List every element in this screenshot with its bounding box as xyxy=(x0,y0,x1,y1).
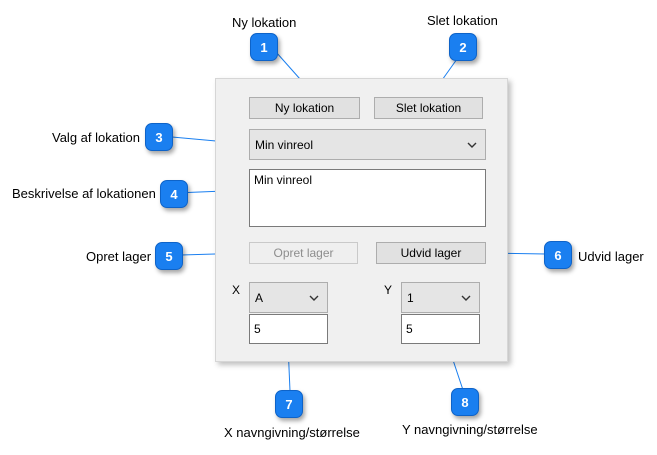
callout-label-4: Beskrivelse af lokationen xyxy=(12,186,156,201)
location-select-value: Min vinreol xyxy=(255,137,314,152)
delete-location-button[interactable]: Slet lokation xyxy=(374,97,483,119)
extend-storage-button[interactable]: Udvid lager xyxy=(376,242,486,264)
callout-badge-2: 2 xyxy=(449,33,477,61)
callout-label-1: Ny lokation xyxy=(232,15,297,30)
callout-label-8: Y navngivning/størrelse xyxy=(402,422,538,437)
callout-label-6: Udvid lager xyxy=(578,249,644,264)
x-select-value: A xyxy=(255,290,264,305)
x-label: X xyxy=(232,283,241,297)
y-naming-select[interactable]: 1 xyxy=(401,282,480,313)
callout-badge-7: 7 xyxy=(275,390,303,418)
chevron-down-icon xyxy=(467,142,477,148)
y-size-field[interactable]: 5 xyxy=(401,314,480,344)
callout-badge-8: 8 xyxy=(451,388,479,416)
callout-badge-4: 4 xyxy=(160,180,188,208)
chevron-down-icon xyxy=(309,295,319,301)
callout-badge-6: 6 xyxy=(544,241,572,269)
y-select-value: 1 xyxy=(407,290,414,305)
location-select[interactable]: Min vinreol xyxy=(249,129,486,160)
create-storage-button[interactable]: Opret lager xyxy=(249,242,358,264)
y-label: Y xyxy=(384,283,393,297)
callout-badge-3: 3 xyxy=(145,123,173,151)
location-description-field[interactable]: Min vinreol xyxy=(249,169,486,227)
chevron-down-icon xyxy=(461,295,471,301)
callout-label-5: Opret lager xyxy=(86,249,152,264)
x-naming-select[interactable]: A xyxy=(249,282,328,313)
x-size-field[interactable]: 5 xyxy=(249,314,328,344)
callout-badge-5: 5 xyxy=(155,242,183,270)
callout-badge-1: 1 xyxy=(250,33,278,61)
callout-label-2: Slet lokation xyxy=(427,13,498,28)
callout-label-7: X navngivning/størrelse xyxy=(224,425,360,440)
callout-label-3: Valg af lokation xyxy=(52,130,140,145)
new-location-button[interactable]: Ny lokation xyxy=(249,97,360,119)
